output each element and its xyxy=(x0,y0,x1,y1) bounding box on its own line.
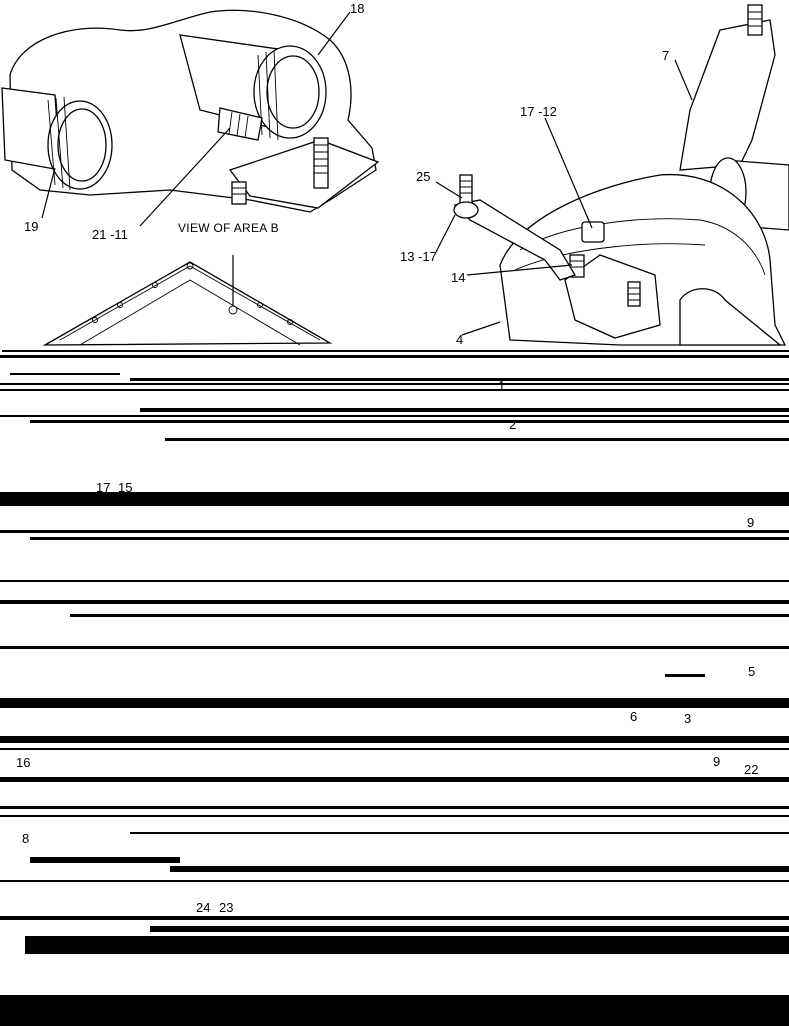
cone-right xyxy=(679,288,782,346)
callout-3: 3 xyxy=(684,711,691,726)
stud-25 xyxy=(459,174,473,206)
stud-b xyxy=(231,181,247,205)
callout-18: 18 xyxy=(350,1,364,16)
callout-5: 5 xyxy=(748,664,755,679)
callout-9-lower: 9 xyxy=(713,754,720,769)
stud-a xyxy=(313,137,329,189)
callout-2: 2 xyxy=(509,417,516,432)
callout-6: 6 xyxy=(630,709,637,724)
bracket-14 xyxy=(564,254,661,339)
callout-15: 15 xyxy=(118,480,132,495)
callout-8: 8 xyxy=(22,831,29,846)
callout-4: 4 xyxy=(456,332,463,347)
gasket-plate xyxy=(42,255,333,346)
scan-streaks xyxy=(0,350,789,1026)
seal-19-inner xyxy=(57,108,107,182)
link-arm xyxy=(453,199,576,281)
base-plate xyxy=(228,139,380,209)
callout-17-12: 17 -12 xyxy=(520,104,557,119)
callout-19: 19 xyxy=(24,219,38,234)
arm-7 xyxy=(679,19,776,171)
callout-14: 14 xyxy=(451,270,465,285)
main-assembly: 7 17 -12 25 13 -17 14 4 xyxy=(400,4,789,347)
callout-1: 1 xyxy=(498,378,505,393)
bolt-17-12 xyxy=(581,221,605,243)
view-caption: VIEW OF AREA B xyxy=(178,221,279,235)
callout-7: 7 xyxy=(662,48,669,63)
callout-22: 22 xyxy=(744,762,758,777)
seal-18-inner xyxy=(266,55,320,129)
callout-9-upper: 9 xyxy=(747,515,754,530)
callout-13-17: 13 -17 xyxy=(400,249,437,264)
callout-25: 25 xyxy=(416,169,430,184)
bottom-callouts: 1 2 17 15 9 5 6 3 16 9 22 8 24 23 xyxy=(16,378,758,915)
arm-7-stud xyxy=(747,4,763,36)
callout-21-11: 21 -11 xyxy=(92,227,128,242)
callout-17: 17 xyxy=(96,480,110,495)
detail-view-area-b: 18 19 21 -11 VIEW OF AREA B xyxy=(1,1,380,242)
callout-16: 16 xyxy=(16,755,30,770)
callout-23: 23 xyxy=(219,900,233,915)
callout-24: 24 xyxy=(196,900,210,915)
